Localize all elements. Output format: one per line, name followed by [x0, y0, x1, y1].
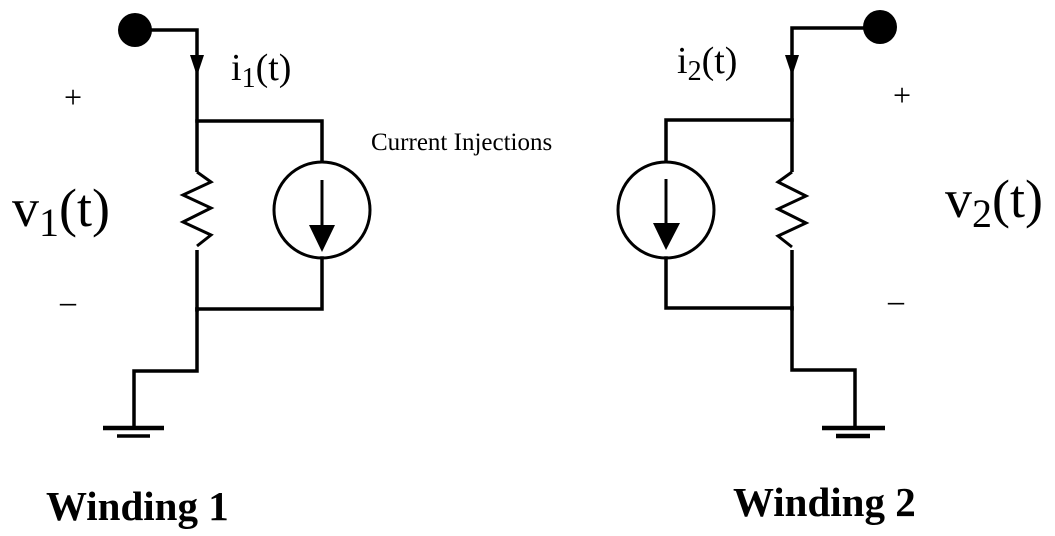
- current-2-arrow-icon: [785, 55, 799, 76]
- current-injections-annotation: Current Injections: [371, 129, 552, 156]
- winding-1-bottom-branch: [195, 256, 324, 311]
- winding-2-top-branch: [664, 118, 794, 164]
- voltage-2-plus: +: [893, 77, 911, 113]
- voltage-1-minus: –: [59, 283, 77, 319]
- resistor-2-icon: [774, 170, 810, 249]
- winding-1-main-wire: [133, 28, 199, 312]
- current-source-2-arrow-head: [653, 223, 680, 250]
- resistor-1-icon: [179, 170, 215, 248]
- winding-2-title: Winding 2: [733, 479, 916, 525]
- winding-1-circuit: [103, 13, 372, 438]
- current-1-label: i1(t): [231, 47, 291, 94]
- current-2-label: i2(t): [677, 40, 737, 87]
- winding-1-ground-wire: [132, 307, 199, 430]
- current-1-arrow-icon: [190, 55, 204, 76]
- winding-1-title: Winding 1: [46, 483, 229, 529]
- voltage-1-label: v1(t): [12, 178, 110, 245]
- winding-2-bottom-branch: [664, 256, 794, 310]
- winding-1-top-branch: [195, 119, 324, 164]
- winding-2-circuit: [616, 10, 897, 439]
- voltage-2-label: v2(t): [945, 169, 1043, 236]
- voltage-2-minus: –: [887, 282, 905, 318]
- voltage-1-plus: +: [64, 79, 82, 115]
- current-source-1-arrow-head: [309, 225, 335, 252]
- winding-2-main-wire: [790, 26, 882, 311]
- winding-2-ground-wire: [790, 306, 857, 430]
